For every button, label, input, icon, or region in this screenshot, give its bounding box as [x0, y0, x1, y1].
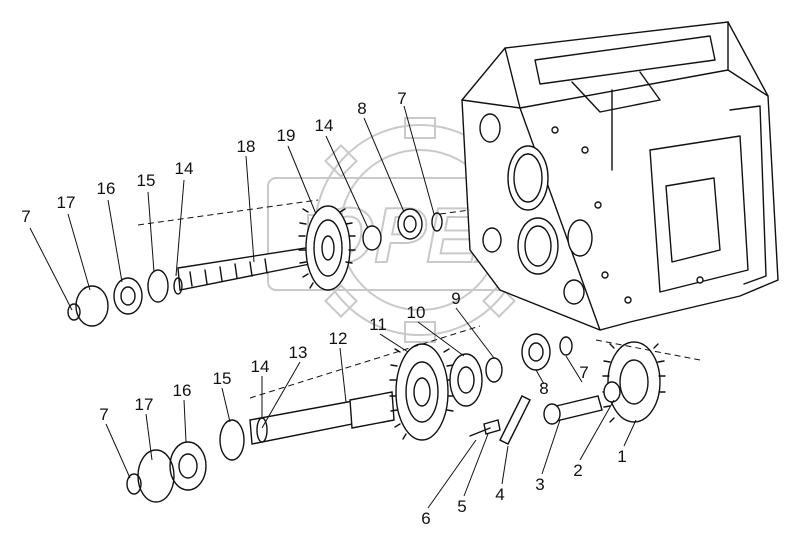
callout-7-lower-left: 7 — [99, 405, 108, 424]
callout-15-lower: 15 — [213, 369, 232, 388]
washer-6 — [469, 427, 491, 437]
callout-11: 11 — [369, 315, 387, 334]
lower-shaft-assembly — [126, 325, 573, 503]
callout-13: 13 — [289, 343, 308, 362]
callout-15-upper: 15 — [137, 171, 156, 190]
bearing-16-lower — [169, 441, 207, 491]
callout-14-lower: 14 — [251, 357, 270, 376]
bearing-15-upper — [147, 269, 169, 303]
bushing-2 — [603, 381, 621, 403]
callout-17-lower: 17 — [135, 395, 154, 414]
callout-7-upper-right: 7 — [397, 89, 406, 108]
shaft-18 — [177, 245, 321, 291]
ring-9 — [485, 357, 503, 383]
callout-19: 19 — [277, 126, 296, 145]
ring-14-upper — [362, 225, 382, 251]
seal-17-upper — [75, 285, 109, 327]
callout-7-lower-right: 7 — [579, 363, 588, 382]
callout-3: 3 — [535, 475, 544, 494]
snap-ring-7-lower — [559, 336, 573, 356]
gear-10 — [449, 353, 483, 407]
callout-2: 2 — [573, 461, 582, 480]
snap-ring-7-left-upper — [67, 303, 81, 321]
callout-8-lower: 8 — [539, 379, 548, 398]
bearing-8-upper — [397, 208, 423, 240]
bearing-8-lower — [521, 333, 551, 371]
callout-14-upper-right: 14 — [315, 116, 334, 135]
bolt-5 — [483, 419, 501, 435]
callout-6: 6 — [421, 509, 430, 528]
bearing-16-upper — [113, 277, 143, 315]
gear-11 — [395, 343, 449, 441]
callout-18: 18 — [237, 137, 256, 156]
callout-7-upper-left: 7 — [21, 207, 30, 226]
callout-14-upper-left: 14 — [175, 159, 194, 178]
plate-4 — [499, 395, 531, 445]
callout-labels: 7 17 16 15 14 18 19 14 8 7 7 17 16 15 14… — [21, 89, 626, 528]
snap-ring-7-left-lower — [126, 473, 142, 495]
callout-9: 9 — [451, 289, 460, 308]
callout-12: 12 — [329, 329, 348, 348]
gearbox-housing — [461, 21, 779, 331]
callout-10: 10 — [407, 303, 426, 322]
reverse-gear-assembly — [469, 339, 701, 445]
callout-16-lower: 16 — [173, 381, 192, 400]
bearing-15-lower — [219, 419, 245, 461]
gear-19 — [305, 205, 351, 291]
callout-16-upper: 16 — [97, 179, 116, 198]
seal-17-lower — [137, 449, 175, 503]
upper-shaft-assembly — [67, 199, 471, 327]
snap-ring-7-upper — [431, 212, 443, 232]
callout-5: 5 — [457, 497, 466, 516]
callout-1: 1 — [617, 447, 626, 466]
leader-lines — [29, 105, 637, 509]
callout-8-upper: 8 — [357, 99, 366, 118]
gear-1 — [607, 341, 661, 423]
callout-17-upper: 17 — [57, 193, 76, 212]
callout-4: 4 — [495, 485, 504, 504]
ring-14-left-upper — [173, 277, 183, 295]
